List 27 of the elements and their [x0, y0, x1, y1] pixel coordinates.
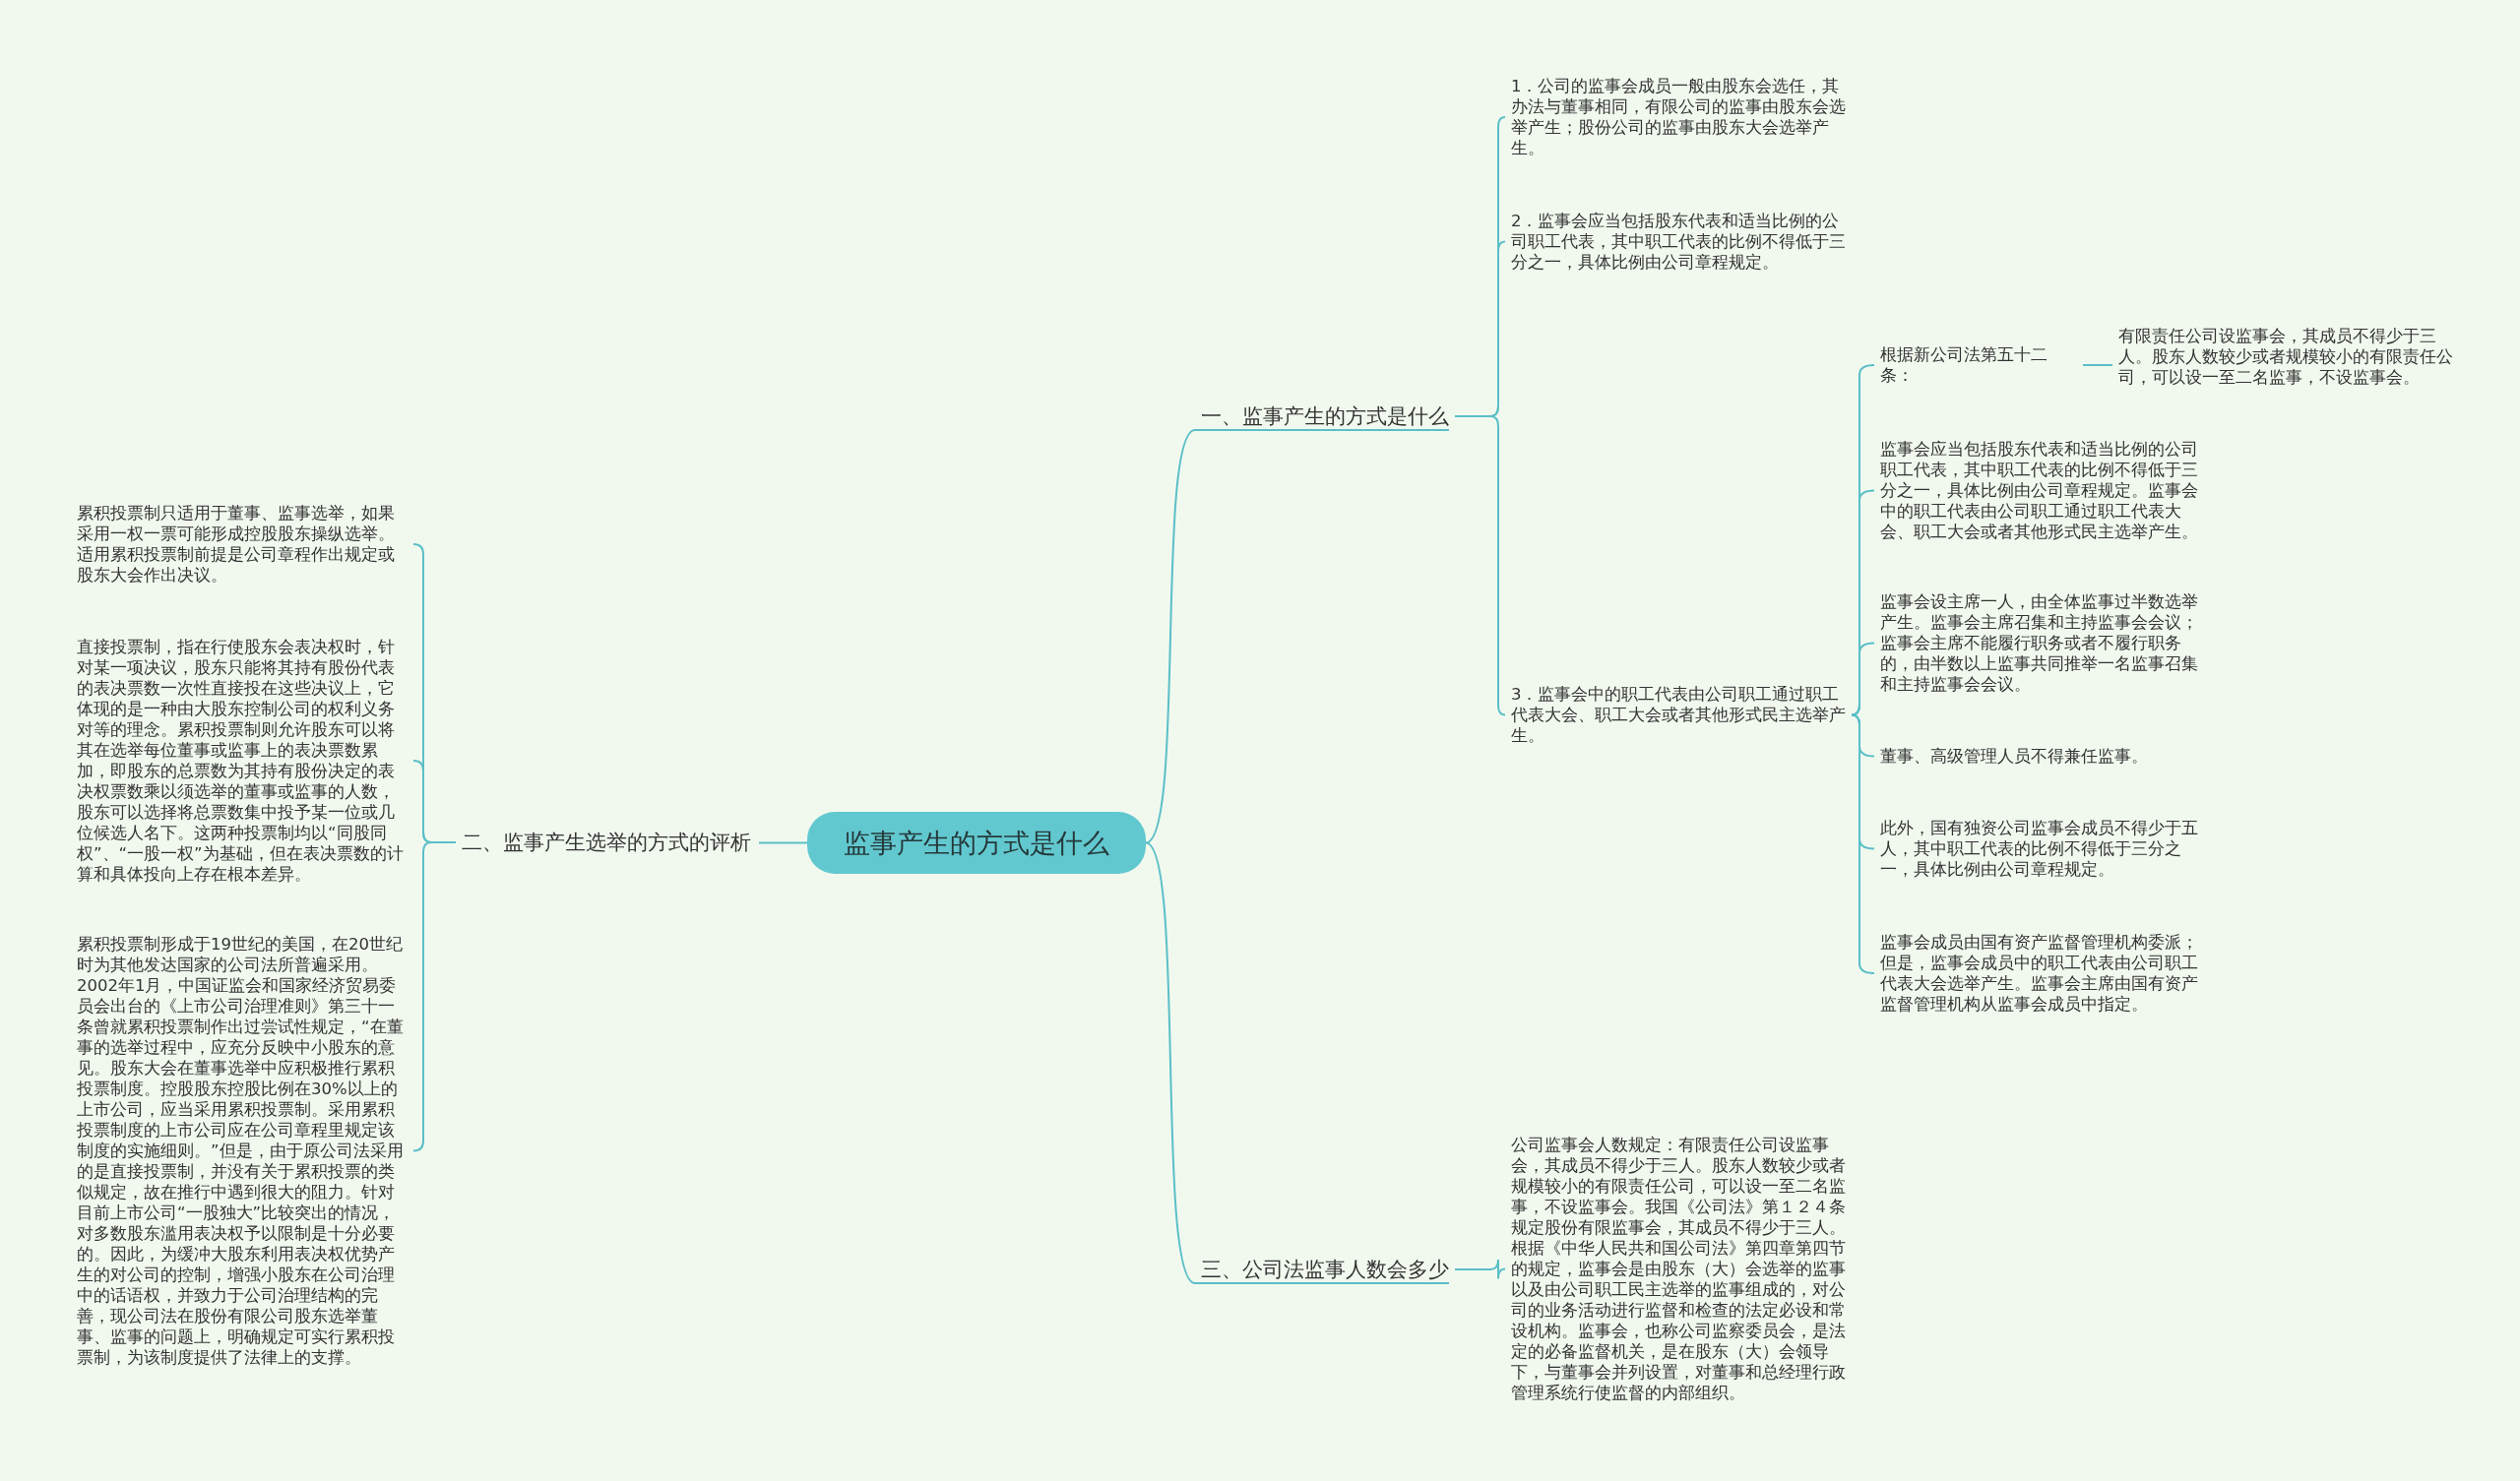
connector-line: [1145, 841, 1450, 1284]
topic-text: 1．公司的监事会成员一般由股东会选任，其办法与董事相同，有限公司的监事由股东会选举产生；股份公司的监事由股东大会选举产生。: [1511, 76, 1846, 158]
connector-line: [1454, 1259, 1506, 1280]
connector-line: [2082, 364, 2113, 366]
connector-line: [1454, 415, 1506, 716]
topic-text: 有限责任公司设监事会，其成员不得少于三人。股东人数较少或者规模较小的有限责任公司，可以设一至二名监事，不设监事会。: [2118, 326, 2458, 388]
connector-line: [758, 841, 808, 844]
topic-text: 监事会成员由国有资产监督管理机构委派；但是，监事会成员中的职工代表由公司职工代表大会选举产生。监事会主席由国有资产监督管理机构从监事会成员中指定。: [1880, 932, 2213, 1015]
topic-text: 此外，国有独资公司监事会成员不得少于五人，其中职工代表的比例不得低于三分之一，具体比例由公司章程规定。: [1880, 818, 2213, 880]
topic-text: 监事会应当包括股东代表和适当比例的公司职工代表，其中职工代表的比例不得低于三分之一，具体比例由公司章程规定。监事会中的职工代表由公司职工通过职工代表大会、职工大会或者其他形式民主选举产生。: [1880, 439, 2213, 542]
topic-text: 直接投票制，指在行使股东会表决权时，针对某一项决议，股东只能将其持有股份代表的表决票数一次性直接投在这些决议上，它体现的是一种由大股东控制公司的权利义务对等的理念。累积投票制则允许股东可以将其在选举每位董事或监事上的表决票数累加，即股东的总票数为其持有股份决定的表决权票数乘以须选举的董事或监事的人数，股东可以选择将总票数集中投予某一位或几位候选人名下。这两种投票制均以“同股同权”、“一股一权”为基础，但在表决票数的计算和具体投向上存在根本差异。: [77, 637, 408, 885]
topic-text: 董事、高级管理人员不得兼任监事。: [1880, 746, 2213, 767]
topic-text: 2．监事会应当包括股东代表和适当比例的公司职工代表，其中职工代表的比例不得低于三分之一，具体比例由公司章程规定。: [1511, 211, 1846, 273]
branch-topic: 一、监事产生的方式是什么: [1201, 402, 1449, 430]
topic-text: 公司监事会人数规定：有限责任公司设监事会，其成员不得少于三人。股东人数较少或者规模较小的有限责任公司，可以设一至二名监事，不设监事会。我国《公司法》第１２４条规定股份有限监事会，其成员不得少于三人。根据《中华人民共和国公司法》第四章第四节的规定，监事会是由股东（大）会选举的监事以及由公司职工民主选举的监事组成的，对公司的业务活动进行监督和检查的法定必设和常设机构。监事会，也称公司监察委员会，是法定的必备监督机关，是在股东（大）会领导下，与董事会并列设置，对董事和总经理行政管理系统行使监督的内部组织。: [1511, 1135, 1846, 1403]
topic-text: 监事会设主席一人，由全体监事过半数选举产生。监事会主席召集和主持监事会会议；监事会主席不能履行职务或者不履行职务的，由半数以上监事共同推举一名监事召集和主持监事会会议。: [1880, 591, 2213, 695]
topic-text: 3．监事会中的职工代表由公司职工通过职工代表大会、职工大会或者其他形式民主选举产生。: [1511, 684, 1846, 746]
connector-line: [1851, 642, 1875, 716]
topic-text: 根据新公司法第五十二条：: [1880, 344, 2077, 386]
connector-line: [412, 841, 457, 1152]
connector-line: [1851, 713, 1875, 974]
central-topic: 监事产生的方式是什么: [807, 812, 1146, 874]
connector-line: [1145, 429, 1450, 844]
topic-text: 累积投票制形成于19世纪的美国，在20世纪时为其他发达国家的公司法所普遍采用。2002年1月，中国证监会和国家经济贸易委员会出台的《上市公司治理准则》第三十一条曾就累积投票制作出过尝试性规定，“在董事的选举过程中，应充分反映中小股东的意见。股东大会在董事选举中应积极推行累积投票制度。控股股东控股比例在30%以上的上市公司，应当采用累积投票制。采用累积投票制度的上市公司应在公司章程里规定该制度的实施细则。”但是，由于原公司法采用的是直接投票制，并没有关于累积投票的类似规定，故在推行中遇到很大的阻力。针对目前上市公司“一股独大”比较突出的情况，对多数股东滥用表决权予以限制是十分必要的。因此，为缓冲大股东利用表决权优势产生的对公司的控制，增强小股东在公司治理中的话语权，并致力于公司治理结构的完善，现公司法在股份有限公司股东选举董事、监事的问题上，明确规定可实行累积投票制，为该制度提供了法律上的支撑。: [77, 934, 408, 1368]
branch-topic: 二、监事产生选举的方式的评析: [462, 829, 751, 856]
branch-topic: 三、公司法监事人数会多少: [1201, 1256, 1449, 1283]
topic-text: 累积投票制只适用于董事、监事选举，如果采用一权一票可能形成控股股东操纵选举。适用累积投票制前提是公司章程作出规定或股东大会作出决议。: [77, 503, 408, 586]
